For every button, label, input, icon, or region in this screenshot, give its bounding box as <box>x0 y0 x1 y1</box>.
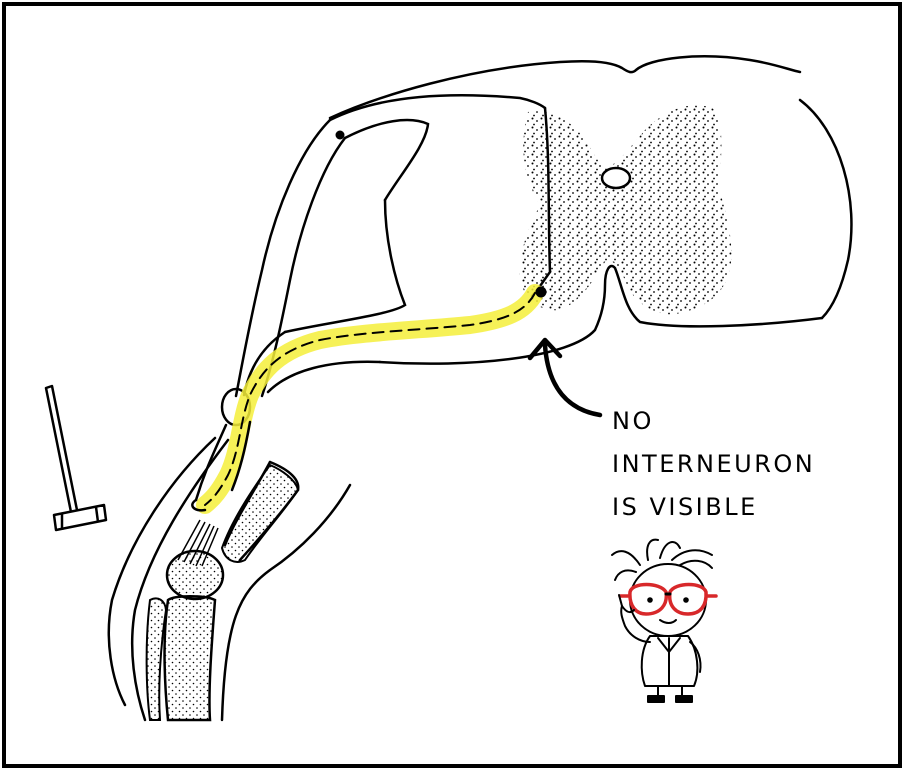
curved-arrow-icon <box>530 340 600 415</box>
annotation-line-3: IS VISIBLE <box>612 486 815 529</box>
patella <box>167 551 223 599</box>
tibia-bone <box>165 596 215 720</box>
motor-neuron-cell-body <box>536 287 547 298</box>
reflex-hammer-icon <box>46 386 106 530</box>
annotation-line-1: NO <box>612 400 815 443</box>
scientist-character-icon <box>612 540 716 702</box>
motor-neuron-highlight <box>205 293 535 505</box>
grey-matter <box>520 105 732 315</box>
fibula-bone <box>147 598 166 720</box>
annotation-text: NO INTERNEURON IS VISIBLE <box>612 400 815 529</box>
annotation-line-2: INTERNEURON <box>612 443 815 486</box>
